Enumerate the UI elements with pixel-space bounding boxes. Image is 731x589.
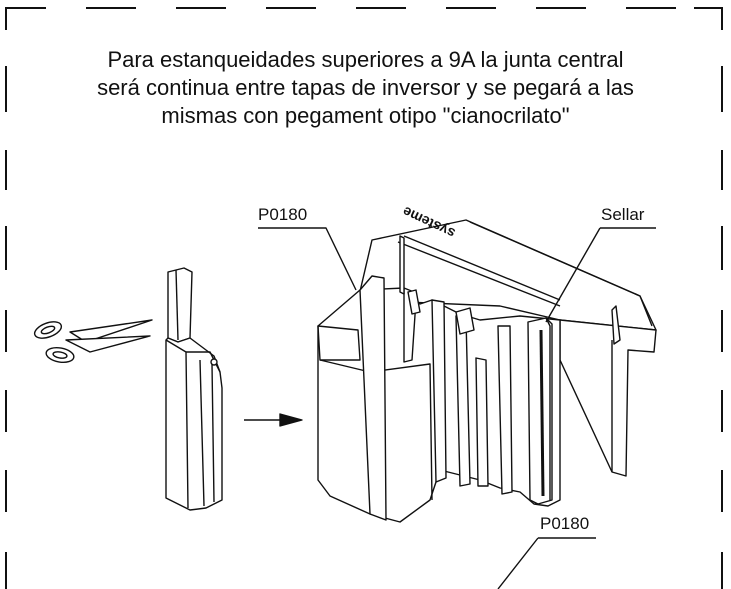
gasket-profile	[165, 267, 223, 511]
callout-sellar: Sellar	[601, 205, 645, 224]
callout-p0180-top: P0180	[258, 205, 308, 224]
arrow-right-icon	[244, 413, 303, 427]
instruction-note: Para estanqueidades superiores a 9A la j…	[40, 46, 691, 130]
note-line-2: será continua entre tapas de inversor y …	[97, 75, 634, 100]
leader-lines	[258, 227, 656, 589]
inverter-cover-assembly	[317, 219, 657, 523]
scissors-icon	[33, 319, 153, 364]
note-line-3: mismas con pegament otipo "cianocrilato"	[161, 103, 570, 128]
note-line-1: Para estanqueidades superiores a 9A la j…	[107, 47, 624, 72]
callout-p0180-bottom: P0180	[540, 514, 590, 533]
